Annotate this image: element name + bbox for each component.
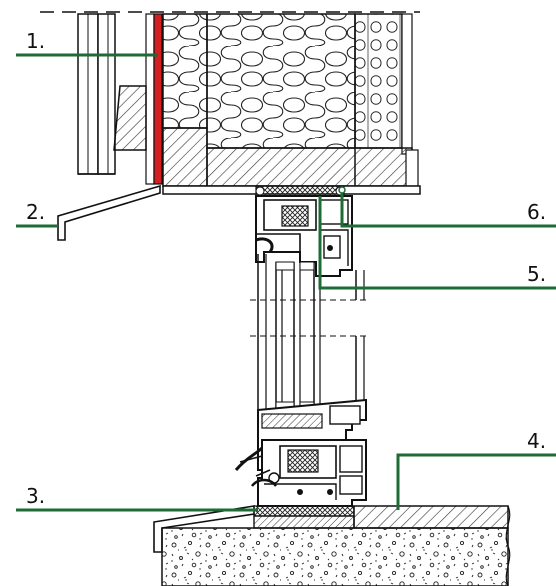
upper-wall-assembly [40,11,421,195]
facade-board-inner [97,13,116,175]
callout-6: 6. [527,200,546,224]
leader-line-5 [318,196,556,290]
callout-5: 5. [527,262,546,286]
head-seal-tape [255,185,345,197]
callout-labels: 1. 2. 3. 4. 5. 6. [26,29,546,508]
insulation-main [206,13,356,149]
frame-insulation-core-head [281,205,309,227]
insulation-board-inner [354,13,403,149]
callout-1: 1. [26,29,45,53]
frame-insulation-core-sill [287,449,319,473]
timber-wedge [113,85,147,151]
floor-screed [353,505,509,529]
timber-header-left [162,127,208,187]
glazing-unit [250,254,370,411]
inner-lining [401,13,413,155]
callout-3: 3. [26,484,45,508]
insulation-board-outer [162,13,208,129]
sill-support-block [253,515,355,529]
callout-4: 4. [527,429,546,453]
sill-seal-and-support [253,505,355,529]
head-flashing [57,184,161,241]
callout-2: 2. [26,200,45,224]
window-sill-frame [234,398,367,507]
wind-barrier-membrane [153,13,163,185]
concrete-slab [161,527,509,586]
batten [145,13,155,185]
floor-construction [161,505,511,586]
leader-lines [16,53,556,512]
leader-line-6 [340,192,556,228]
sill-seal-tape [253,505,355,517]
leader-line-4 [396,453,556,510]
timber-header-main [206,147,413,187]
